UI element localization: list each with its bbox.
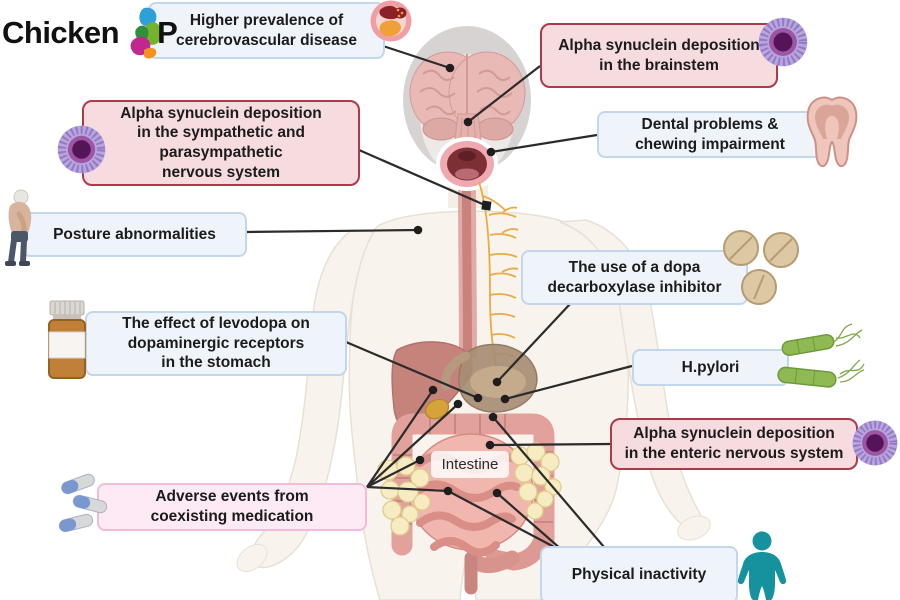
pill-bottle-icon bbox=[48, 300, 86, 379]
callout-brainstem: Alpha synuclein deposition in the brains… bbox=[540, 23, 778, 88]
logo: Chicken P bbox=[2, 6, 178, 60]
colorful-bird-logo-icon bbox=[130, 7, 162, 59]
callout-cerebrovascular: Higher prevalence of cerebrovascular dis… bbox=[148, 2, 385, 59]
gallbladder-illustration bbox=[424, 398, 450, 420]
neuron-icon bbox=[55, 123, 108, 176]
callout-physical-inactivity: Physical inactivity bbox=[540, 546, 738, 600]
mouth-illustration bbox=[436, 137, 498, 191]
capsules-icon bbox=[58, 473, 108, 533]
person-icon bbox=[737, 531, 787, 600]
callout-levodopa: The effect of levodopa on dopaminergic r… bbox=[85, 311, 347, 376]
neuron-icon bbox=[850, 418, 900, 468]
callout-posture: Posture abnormalities bbox=[22, 212, 247, 257]
elderly-person-icon bbox=[5, 189, 32, 266]
callout-dental: Dental problems & chewing impairment bbox=[597, 111, 823, 158]
bacteria-icon bbox=[777, 323, 865, 388]
tooth-icon bbox=[806, 96, 858, 168]
connector-dots bbox=[413, 63, 510, 498]
callout-dopa-inhibitor: The use of a dopa decarboxylase inhibito… bbox=[521, 250, 748, 305]
logo-text-left: Chicken bbox=[2, 15, 120, 50]
esophagus-illustration bbox=[458, 184, 477, 358]
callout-enteric: Alpha synuclein deposition in the enteri… bbox=[610, 418, 858, 470]
brain-stroke-icon bbox=[370, 0, 412, 42]
callout-adverse-events: Adverse events from coexisting medicatio… bbox=[97, 483, 367, 531]
callout-hpylori: H.pylori bbox=[632, 349, 789, 386]
neuron-icon bbox=[756, 15, 810, 69]
intestine-label: Intestine bbox=[431, 451, 509, 478]
tablets-icon bbox=[723, 230, 799, 305]
logo-text-right: P bbox=[157, 15, 178, 50]
callout-sympathetic: Alpha synuclein deposition in the sympat… bbox=[82, 100, 360, 186]
